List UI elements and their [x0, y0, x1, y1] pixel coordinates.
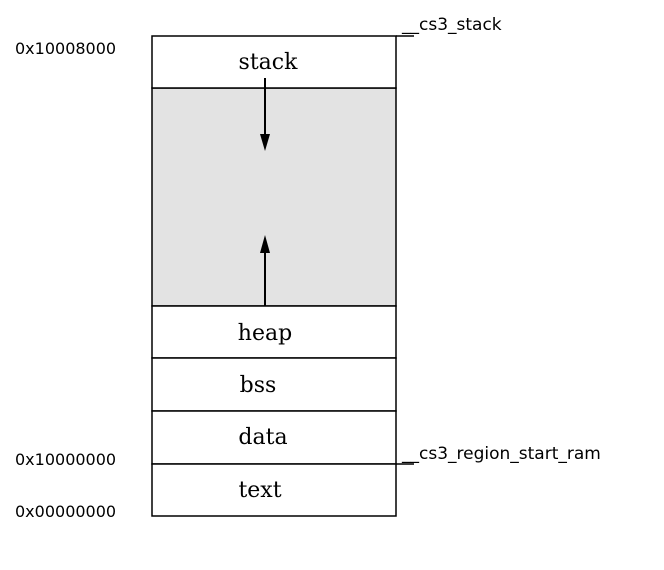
stack-symbol: __cs3_stack: [401, 15, 502, 35]
heap-segment: [151, 305, 397, 359]
stack-label: stack: [239, 50, 299, 75]
bss-segment: [151, 357, 397, 412]
address-top: 0x10008000: [15, 39, 116, 58]
heap-label: heap: [238, 321, 292, 346]
heap-growth-arrow-head: [260, 235, 270, 253]
free-region: [151, 87, 397, 307]
address-ram-start: 0x10000000: [15, 450, 116, 469]
stack-growth-arrow-head: [260, 134, 270, 151]
data-label: data: [238, 425, 287, 450]
region-start-symbol: __cs3_region_start_ram: [401, 444, 601, 464]
address-zero: 0x00000000: [15, 502, 116, 521]
text-segment: [151, 463, 397, 517]
stack-segment: [151, 35, 397, 89]
data-segment: [151, 410, 397, 465]
text-label: text: [238, 478, 281, 503]
bss-label: bss: [240, 373, 277, 398]
